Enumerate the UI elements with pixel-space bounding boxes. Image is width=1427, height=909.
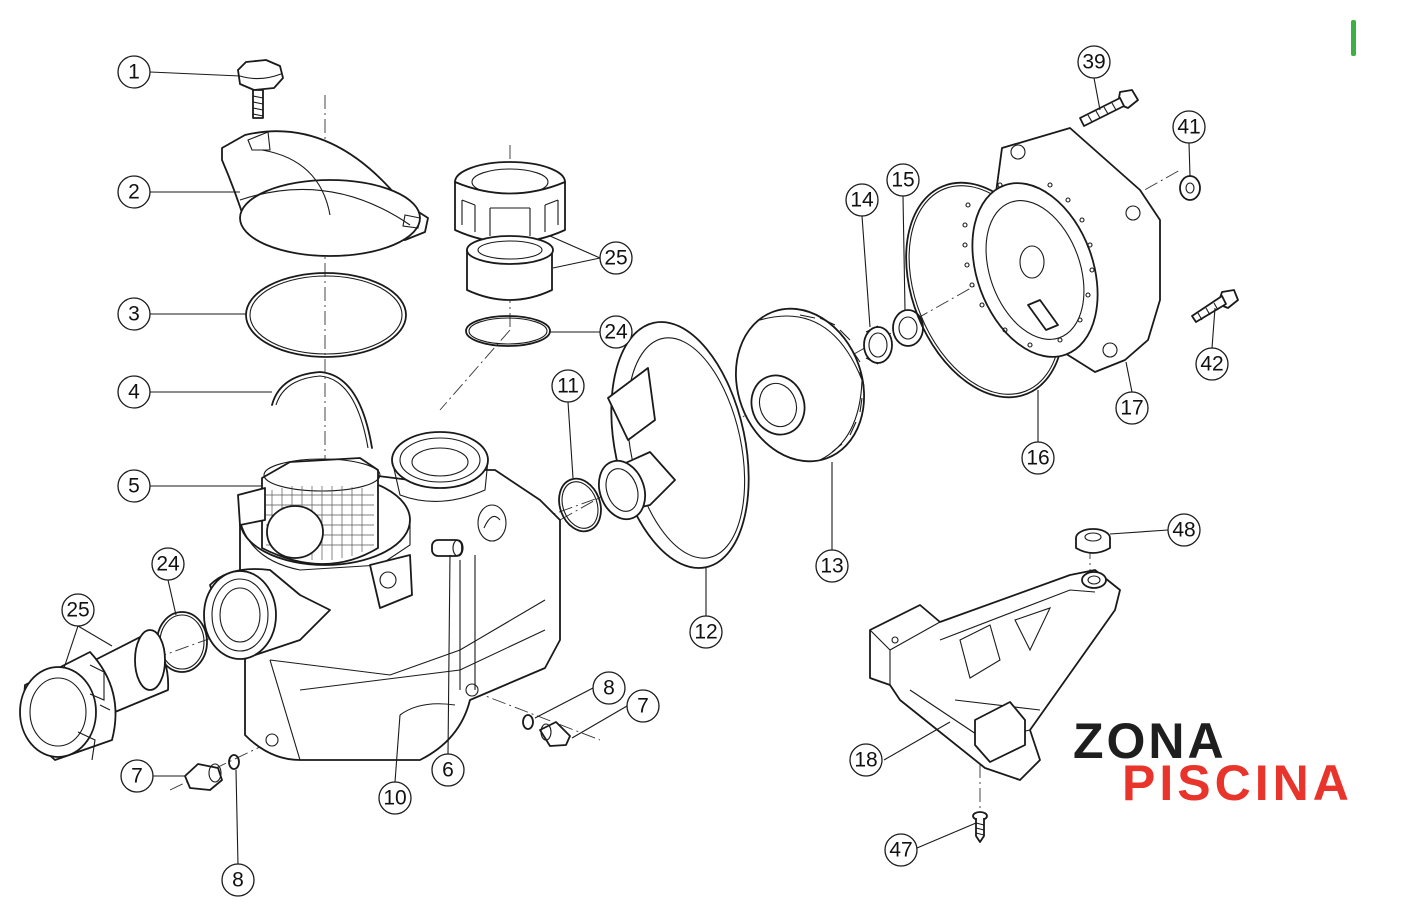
left-union-part	[19, 629, 170, 761]
callout-7-right: 7	[626, 689, 660, 723]
svg-text:5: 5	[128, 475, 140, 498]
washer-left	[228, 754, 240, 770]
logo-line-1: ZONA	[1073, 713, 1227, 769]
callout-18: 18	[849, 743, 883, 777]
svg-text:12: 12	[694, 621, 717, 644]
svg-text:18: 18	[854, 749, 877, 772]
washer-41	[1179, 175, 1201, 201]
svg-text:47: 47	[889, 839, 912, 862]
callout-8-left: 8	[221, 863, 255, 897]
svg-text:1: 1	[128, 61, 140, 84]
bolt-39-part	[1079, 89, 1139, 127]
base-stand-part	[869, 569, 1121, 781]
svg-text:17: 17	[1120, 397, 1143, 420]
svg-text:3: 3	[128, 303, 140, 326]
callout-7-left: 7	[120, 759, 154, 793]
svg-text:7: 7	[637, 695, 649, 718]
callout-24-top: 24	[599, 315, 633, 349]
callout-14: 14	[845, 183, 879, 217]
strainer-basket-part	[237, 457, 413, 609]
callout-41: 41	[1172, 110, 1206, 144]
callout-12: 12	[689, 615, 723, 649]
knob-part	[237, 59, 284, 119]
callout-17: 17	[1115, 391, 1149, 425]
callout-3: 3	[117, 297, 151, 331]
svg-text:24: 24	[156, 553, 180, 576]
callout-25-left: 25	[61, 593, 95, 627]
lid-part	[221, 130, 429, 257]
svg-text:24: 24	[604, 321, 628, 344]
bolt-42-part	[1191, 289, 1239, 323]
svg-text:41: 41	[1177, 116, 1200, 139]
body-top-port	[391, 431, 489, 502]
svg-text:8: 8	[232, 869, 244, 892]
callout-25-top: 25	[599, 241, 633, 275]
callout-39: 39	[1077, 45, 1111, 79]
callout-8-right: 8	[592, 671, 626, 705]
callout-16: 16	[1021, 441, 1055, 475]
svg-text:25: 25	[66, 599, 89, 622]
zona-piscina-logo: ZONA PISCINA	[1073, 713, 1353, 811]
diffuser-o-ring-inner	[561, 481, 599, 529]
diffuser-o-ring	[558, 477, 602, 533]
svg-text:16: 16	[1026, 447, 1049, 470]
lid-o-ring-inner	[249, 275, 403, 355]
body-side-port	[203, 568, 331, 660]
callout-6: 6	[431, 753, 465, 787]
callout-11: 11	[551, 369, 585, 403]
svg-text:42: 42	[1200, 353, 1223, 376]
svg-text:8: 8	[603, 677, 615, 700]
callout-10: 10	[378, 781, 412, 815]
logo-line-2: PISCINA	[1122, 755, 1353, 811]
svg-text:39: 39	[1082, 51, 1105, 74]
callout-5: 5	[117, 469, 151, 503]
svg-text:11: 11	[557, 375, 579, 398]
top-union-part	[454, 161, 566, 301]
motor-flange-part	[962, 127, 1161, 373]
top-o-ring	[465, 315, 551, 347]
washer-41-hole	[1185, 182, 1195, 194]
svg-text:10: 10	[383, 787, 406, 810]
impeller-part	[735, 307, 865, 463]
leader-lines	[63, 71, 1216, 866]
callout-42: 42	[1195, 347, 1229, 381]
svg-text:15: 15	[891, 169, 914, 192]
callout-47: 47	[884, 833, 918, 867]
diffuser-part	[598, 321, 750, 569]
callout-24-left: 24	[151, 547, 185, 581]
left-o-ring-inner	[159, 614, 205, 670]
callout-2: 2	[117, 175, 151, 209]
basket-clip	[271, 371, 373, 449]
callout-15: 15	[886, 163, 920, 197]
drain-plug-right	[539, 721, 571, 747]
basket-clip-inner	[275, 375, 369, 449]
callout-4: 4	[117, 375, 151, 409]
bushing-48-part	[1075, 528, 1111, 554]
svg-text:7: 7	[131, 765, 143, 788]
screw-47-part	[972, 811, 988, 843]
svg-text:48: 48	[1172, 519, 1195, 542]
green-corner-mark	[1351, 20, 1356, 56]
lid-o-ring	[245, 272, 407, 358]
svg-text:25: 25	[604, 247, 627, 270]
svg-text:4: 4	[128, 381, 140, 404]
mechanical-seal-part	[863, 325, 893, 365]
svg-text:2: 2	[128, 181, 140, 204]
top-o-ring-inner	[468, 317, 548, 345]
svg-text:13: 13	[820, 555, 843, 578]
washer-right	[522, 714, 534, 730]
callout-48: 48	[1167, 513, 1201, 547]
svg-text:6: 6	[442, 759, 454, 782]
drain-plug-left	[184, 763, 223, 791]
callout-1: 1	[117, 55, 151, 89]
svg-text:14: 14	[850, 189, 874, 212]
callout-13: 13	[815, 549, 849, 583]
